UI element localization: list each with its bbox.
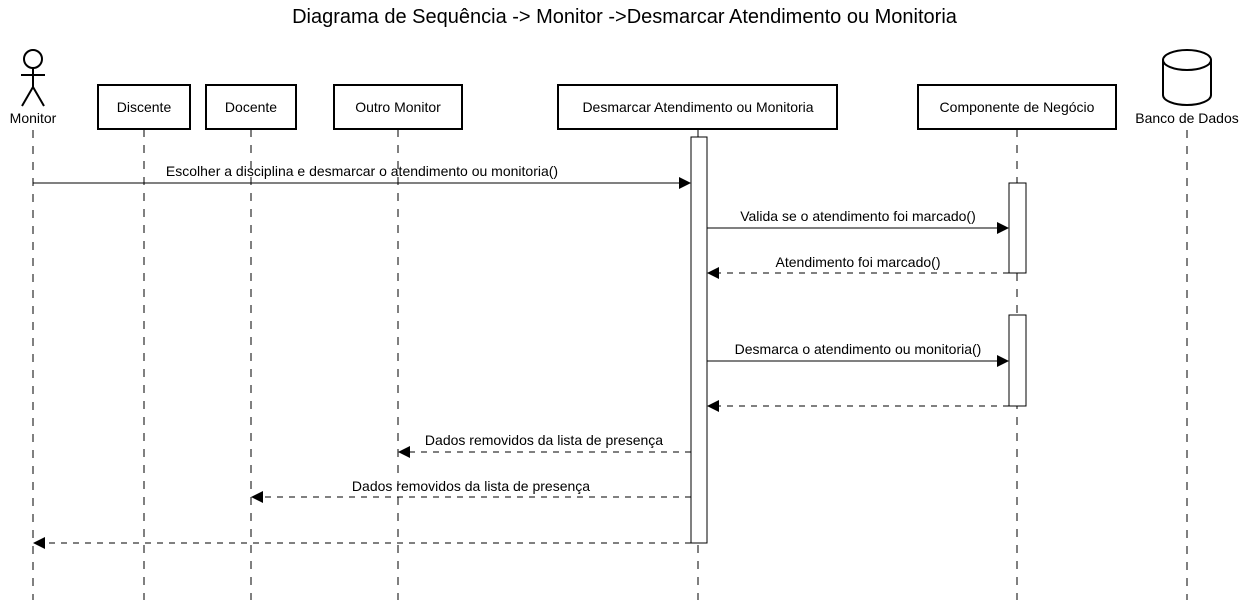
database-icon [1162, 49, 1212, 106]
message-label-4: Desmarca o atendimento ou monitoria() [735, 341, 982, 357]
participant-discente-box [97, 84, 191, 130]
message-label-7: Dados removidos da lista de presença [352, 478, 590, 494]
message-label-2: Valida se o atendimento foi marcado() [740, 208, 976, 224]
participant-outro-monitor-box [333, 84, 463, 130]
participant-docente-label: Docente [225, 99, 277, 115]
activation-componente-2 [1008, 314, 1027, 407]
participant-componente-label: Componente de Negócio [940, 99, 1095, 115]
activation-componente-1 [1008, 182, 1027, 274]
participant-desmarcar-box [557, 84, 838, 130]
participant-desmarcar-label: Desmarcar Atendimento ou Monitoria [582, 99, 813, 115]
participant-discente-label: Discente [117, 99, 172, 115]
participant-monitor-label: Monitor [10, 110, 57, 126]
activation-desmarcar [690, 136, 708, 544]
participant-outro-monitor-label: Outro Monitor [355, 99, 441, 115]
message-label-1: Escolher a disciplina e desmarcar o aten… [166, 163, 558, 179]
participant-docente-box [205, 84, 297, 130]
message-label-6: Dados removidos da lista de presença [425, 432, 663, 448]
participant-banco-label: Banco de Dados [1135, 110, 1239, 126]
message-label-3: Atendimento foi marcado() [776, 254, 941, 270]
participant-componente-box [917, 84, 1117, 130]
diagram-title: Diagrama de Sequência -> Monitor ->Desma… [292, 6, 957, 28]
actor-monitor-icon [21, 49, 45, 107]
